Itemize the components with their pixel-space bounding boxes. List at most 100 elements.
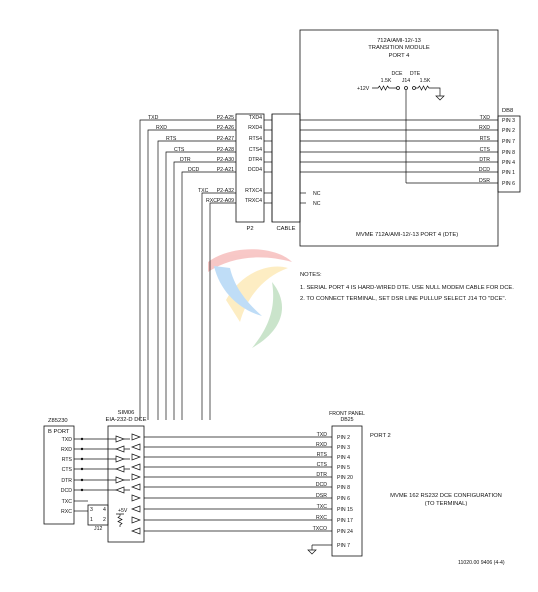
p2-name-rtxc4: RTXC4 — [245, 188, 262, 194]
transition-module-box — [299, 29, 499, 247]
db25-pin-4: PIN 4 — [337, 455, 350, 461]
p2-signal-rxd: RXD — [156, 125, 167, 131]
db25-pin-8: PIN 8 — [337, 485, 350, 491]
db25-title-line2: DB25 — [341, 417, 354, 423]
p2-signal-txd: TXD — [148, 115, 159, 121]
watermark-blue-swoosh — [214, 266, 262, 316]
p2-name-rxd4: RXD4 — [248, 125, 262, 131]
jumper-r2-label: 1.5K — [420, 78, 431, 84]
config-label-line2: (TO TERMINAL) — [425, 501, 468, 507]
db8-signal-dsr: DSR — [479, 178, 490, 184]
db25-signal-rts: RTS — [317, 452, 328, 458]
db8-pin-2: PIN 2 — [502, 128, 515, 134]
p2-pin-p2-a30: P2-A30 — [217, 157, 234, 163]
db8-signal-rxd: RXD — [479, 125, 490, 131]
p2-wire-rxc — [209, 202, 236, 420]
p2-block — [235, 113, 265, 223]
z85230-port-label: B PORT — [48, 429, 70, 435]
db25-signal-dsr: DSR — [316, 493, 327, 499]
db25-signal-rxc: RXC — [316, 515, 327, 521]
db25-signal-cts: CTS — [317, 462, 328, 468]
config-label-line1: MVME 162 RS232 DCE CONFIGURATION — [390, 493, 502, 499]
p2-pin-p2-a32: P2-A32 — [217, 188, 234, 194]
watermark-yellow-swoosh — [226, 266, 288, 322]
z85230-signal-dcd: DCD — [61, 488, 72, 494]
note-2: 2. TO CONNECT TERMINAL, SET DSR LINE PUL… — [300, 296, 506, 302]
db25-signal-rxd: RXD — [316, 442, 327, 448]
p2-wire-rts — [157, 140, 236, 420]
z85230-signal-rxc: RXC — [61, 509, 72, 515]
module-footer-label: MVME 712A/AMI-12/-13 PORT 4 (DTE) — [356, 232, 458, 238]
db25-pin-15: PIN 15 — [337, 507, 353, 513]
p2-name-cts4: CTS4 — [249, 147, 262, 153]
watermark-red-swoosh — [208, 249, 292, 272]
p2-signal-dtr: DTR — [180, 157, 191, 163]
cable-block — [271, 113, 301, 223]
db8-title: DB8 — [502, 108, 513, 114]
nc-label: NC — [313, 191, 321, 197]
j12-pin-1: 1 — [90, 517, 93, 523]
p2-signal-dcd: DCD — [188, 167, 199, 173]
db25-pin-17: PIN 17 — [337, 518, 353, 524]
db25-signal-dtr: DTR — [316, 472, 327, 478]
p2-name-rts4: RTS4 — [249, 136, 262, 142]
p2-wire-txc — [201, 192, 236, 420]
sim06-buffer-dtr — [115, 476, 125, 484]
p2-name-txd4: TXD4 — [249, 115, 262, 121]
module-port-label: PORT 4 — [389, 53, 411, 59]
z85230-signal-rts: RTS — [62, 457, 73, 463]
db8-signal-cts: CTS — [480, 147, 491, 153]
p2-name-dtr4: DTR4 — [248, 157, 262, 163]
j14-jumper: DCE DTE 1.5K J14 1.5K +12V — [357, 71, 445, 183]
p2-wire-txd — [139, 119, 236, 420]
p2-wire-dcd — [181, 171, 236, 420]
jumper-supply-label: +12V — [357, 86, 370, 92]
p2-pin-p2-a27: P2-A27 — [217, 136, 234, 142]
db8-pin-3: PIN 3 — [502, 118, 515, 124]
nc-label: NC — [313, 201, 321, 207]
p2-name-dcd4: DCD4 — [248, 167, 262, 173]
p2-name-trxc4: TRXC4 — [245, 198, 262, 204]
p2-wire-cts — [165, 151, 236, 420]
figure-id: 11020.00 9406 (4-4) — [458, 560, 505, 566]
db25-signal-txd: TXD — [317, 432, 328, 438]
cable-label: CABLE — [276, 226, 295, 232]
sim06-title-line1: SIM06 — [118, 410, 135, 416]
sim06-buffer-cts — [115, 465, 125, 473]
j12-pin-3: 3 — [90, 507, 93, 513]
db8-signal-rts: RTS — [480, 136, 491, 142]
db8-signal-dcd: DCD — [479, 167, 490, 173]
z85230-signal-rxd: RXD — [61, 447, 72, 453]
p2-pin-p2-a25: P2-A25 — [217, 115, 234, 121]
db8-pin-6: PIN 6 — [502, 181, 515, 187]
p2-signal-cts: CTS — [174, 147, 185, 153]
db8-signal-txd: TXD — [480, 115, 491, 121]
jumper-dte-label: DTE — [410, 71, 421, 77]
db8-connector — [497, 115, 521, 193]
p2-wire-dtr — [173, 161, 236, 420]
p2-wire-rxd — [147, 129, 236, 420]
sim06-buffer-dcd — [115, 486, 125, 494]
db25-ground-icon — [307, 545, 317, 555]
db25-pin-20: PIN 20 — [337, 475, 353, 481]
j12-label: J12 — [94, 526, 102, 532]
note-1: 1. SERIAL PORT 4 IS HARD-WIRED DTE. USE … — [300, 285, 514, 291]
db25-pin-2: PIN 2 — [337, 435, 350, 441]
sim06-supply-label: +5V — [118, 508, 128, 514]
db25-signal-dcd: DCD — [316, 482, 327, 488]
sim06-box — [107, 425, 145, 543]
jumper-r1-label: 1.5K — [381, 78, 392, 84]
z85230-box — [43, 425, 75, 525]
jumper-j14-label: J14 — [402, 78, 410, 84]
notes-title: NOTES: — [300, 272, 322, 278]
module-title-line2: TRANSITION MODULE — [368, 45, 430, 51]
db25-pin-24: PIN 24 — [337, 529, 353, 535]
watermark-green-swoosh — [252, 282, 283, 348]
p2-label: P2 — [246, 226, 253, 232]
db25-connector — [331, 425, 363, 557]
j12-pin-2: 2 — [103, 517, 106, 523]
module-title-line1: 712A/AMI-12/-13 — [377, 38, 421, 44]
db8-signal-dtr: DTR — [479, 157, 490, 163]
db25-port-label: PORT 2 — [370, 433, 391, 439]
